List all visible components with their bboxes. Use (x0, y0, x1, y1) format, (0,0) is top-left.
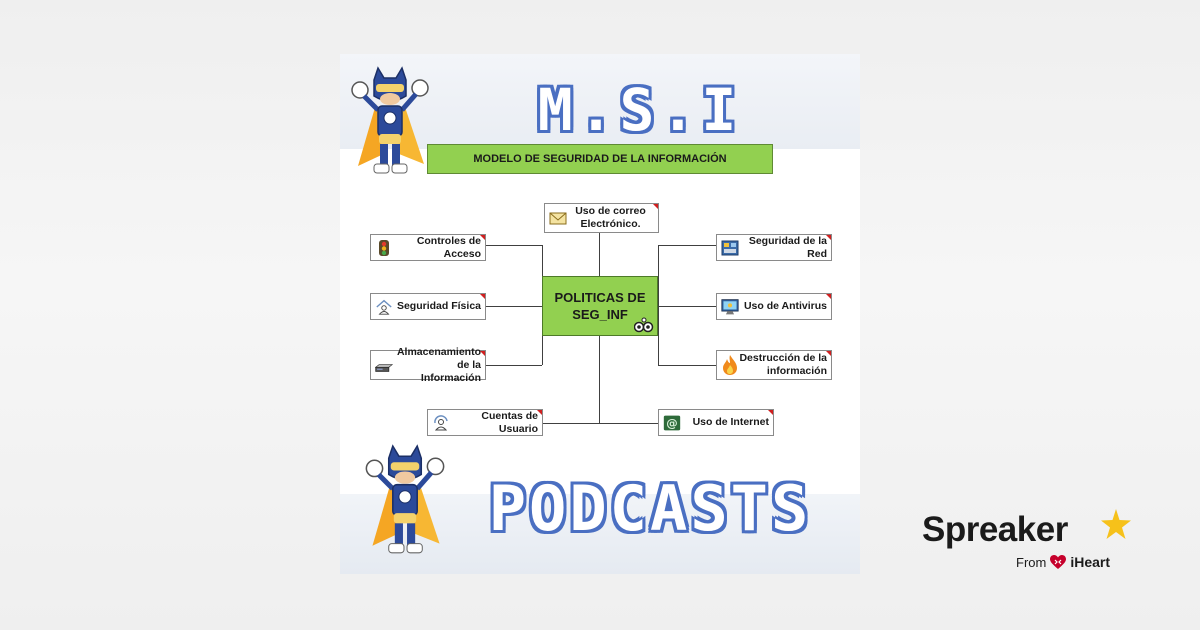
podcasts-title: PODCASTS (488, 472, 812, 545)
destruction-line-2: información (766, 365, 827, 377)
from-text: From (1016, 554, 1047, 570)
node-antivirus: Uso de Antivirus (716, 293, 832, 320)
antivirus-label: Uso de Antivirus (743, 300, 827, 312)
center-policies-box: POLITICAS DE SEG_INF (542, 276, 658, 336)
center-line-1: POLITICAS DE (554, 290, 646, 305)
node-access-controls: Controles de Acceso (370, 234, 486, 261)
spreaker-logo: Spreaker From iHeart (922, 509, 1142, 580)
partner-text: iHeart (1070, 554, 1111, 570)
node-network-security: Seguridad de la Red (716, 234, 832, 261)
network-label: Seguridad de la Red (748, 234, 827, 260)
access-label: Controles de Acceso (416, 234, 481, 260)
node-physical-security: Seguridad Física (370, 293, 486, 320)
network-panel-icon (721, 239, 739, 257)
brand-name: Spreaker (922, 510, 1068, 549)
connector-line (485, 245, 542, 246)
email-line-2: Electrónico. (580, 218, 641, 230)
destruction-line-1: Destrucción de la (739, 352, 827, 364)
fire-icon (721, 355, 739, 375)
connector-line (485, 365, 542, 366)
connector-line (658, 306, 716, 307)
monitor-icon (721, 298, 739, 316)
connector-line (658, 365, 716, 366)
svg-text:@: @ (666, 416, 677, 430)
storage-line-1: Almacenamiento de la (396, 345, 481, 371)
superhero-mascot-icon (365, 444, 445, 554)
superhero-mascot-icon (351, 66, 429, 174)
envelope-icon (549, 209, 567, 227)
star-icon (1101, 509, 1131, 539)
connector-line (485, 306, 542, 307)
node-internet: @ Uso de Internet (658, 409, 774, 436)
brand-sub: From iHeart (1016, 554, 1110, 570)
connector-line (658, 245, 716, 246)
podcast-cover: M.S.I MODELO DE SEGURIDAD DE LA INFORMAC… (340, 54, 860, 574)
house-user-icon (375, 298, 393, 316)
connector-line (542, 423, 658, 424)
internet-label: Uso de Internet (692, 416, 769, 428)
iheart-heart-icon (1050, 554, 1067, 569)
node-user-accounts: Cuentas de Usuario (427, 409, 543, 436)
user-sync-icon (432, 414, 450, 432)
server-icon (375, 359, 393, 377)
node-email: Uso de correo Electrónico. (544, 203, 659, 233)
accounts-label: Cuentas de Usuario (481, 409, 538, 435)
traffic-light-icon (375, 239, 393, 257)
email-line-1: Uso de correo (575, 205, 646, 217)
connector-line (599, 336, 600, 424)
eyes-icon (634, 317, 654, 333)
msi-title: M.S.I (537, 76, 743, 144)
top-band (340, 54, 860, 149)
subtitle-text: MODELO DE SEGURIDAD DE LA INFORMACIÓN (473, 153, 727, 165)
connector-line (658, 245, 659, 365)
storage-line-2: Información (420, 371, 481, 384)
connector-line (599, 232, 600, 276)
center-line-2: SEG_INF (572, 307, 628, 322)
subtitle-banner: MODELO DE SEGURIDAD DE LA INFORMACIÓN (427, 144, 773, 174)
at-sign-icon: @ (663, 414, 681, 432)
node-destruction: Destrucción de la información (716, 350, 832, 380)
node-storage: Almacenamiento de la Información (370, 346, 486, 384)
physical-label: Seguridad Física (396, 300, 481, 312)
